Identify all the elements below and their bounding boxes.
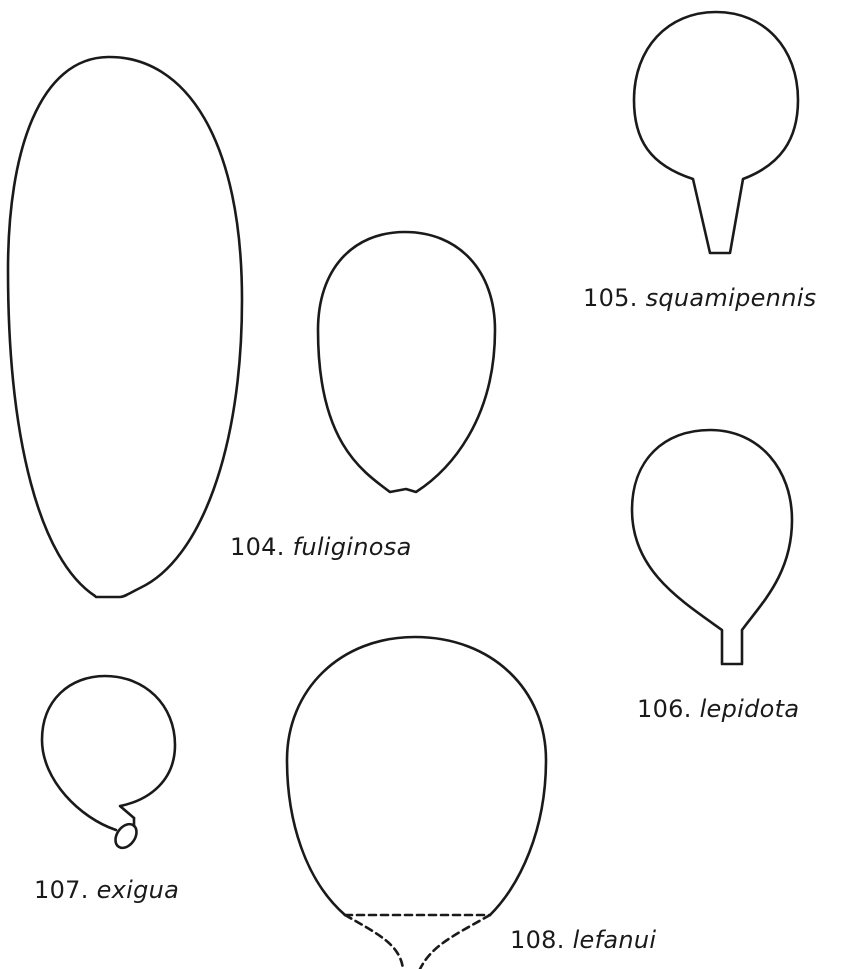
- caption-105: 105. squamipennis: [583, 286, 816, 310]
- caption-108: 108. lefanui: [510, 928, 656, 952]
- caption-107: 107. exigua: [34, 878, 179, 902]
- caption-106: 106. lepidota: [637, 697, 799, 721]
- caption-107-species: exigua: [96, 876, 180, 904]
- outline-108: [285, 635, 548, 969]
- outline-105: [632, 10, 800, 255]
- outline-106: [630, 428, 794, 666]
- caption-104: 104. fuliginosa: [230, 535, 412, 559]
- caption-105-species: squamipennis: [645, 284, 817, 312]
- caption-105-number: 105.: [583, 284, 638, 312]
- caption-106-species: lepidota: [699, 695, 800, 723]
- outline-104-egg: [316, 230, 497, 494]
- caption-107-number: 107.: [34, 876, 89, 904]
- caption-104-number: 104.: [230, 533, 285, 561]
- caption-106-number: 106.: [637, 695, 692, 723]
- outline-104-large-oval: [6, 55, 244, 599]
- caption-108-number: 108.: [510, 926, 565, 954]
- caption-108-species: lefanui: [572, 926, 657, 954]
- caption-104-species: fuliginosa: [292, 533, 412, 561]
- outline-107: [40, 674, 177, 850]
